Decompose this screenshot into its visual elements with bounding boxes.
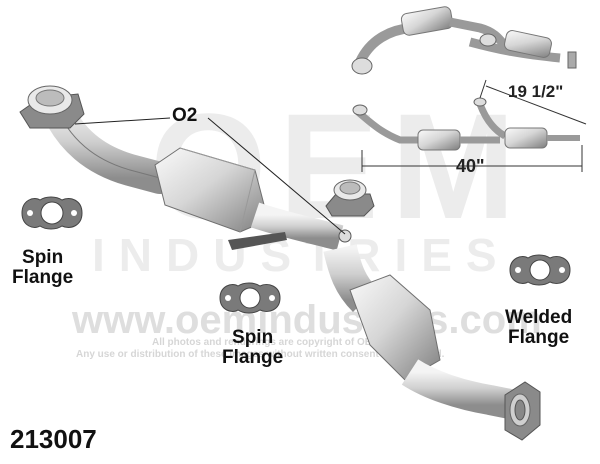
spin-flange-left-line1: Spin [22, 247, 64, 268]
spin-flange-center-line1: Spin [232, 327, 274, 348]
main-pipe-assembly [19, 85, 541, 441]
spin-flange-gasket-left [21, 196, 83, 230]
welded-flange-line2: Flange [507, 326, 570, 348]
spin-flange-left-label: Spin Flange [12, 248, 73, 288]
o2-leaders [74, 117, 346, 235]
watermark-copyright-1: All photos and renderings are copyright … [152, 337, 434, 348]
watermark-copyright-2: Any use or distribution of these images … [76, 349, 445, 360]
welded-flange-gasket [509, 254, 571, 286]
spin-flange-center-label: Spin Flange [222, 328, 283, 368]
welded-flange-label: Welded Flange [505, 308, 572, 348]
part-number: 213007 [10, 424, 97, 454]
o2-sensor-label: O2 [172, 105, 198, 126]
assembled-view-top [351, 6, 577, 75]
dimension-view [352, 79, 587, 172]
welded-flange-line1: Welded [505, 307, 573, 328]
dimension-length-branch: 19 1/2" [508, 82, 564, 101]
watermark-url: www.oemindustries.com [72, 298, 542, 342]
spin-flange-center-line2: Flange [222, 346, 284, 368]
dimension-length-overall: 40" [456, 156, 485, 176]
spin-flange-gasket-center [219, 282, 281, 314]
spin-flange-left-line2: Flange [12, 266, 74, 288]
